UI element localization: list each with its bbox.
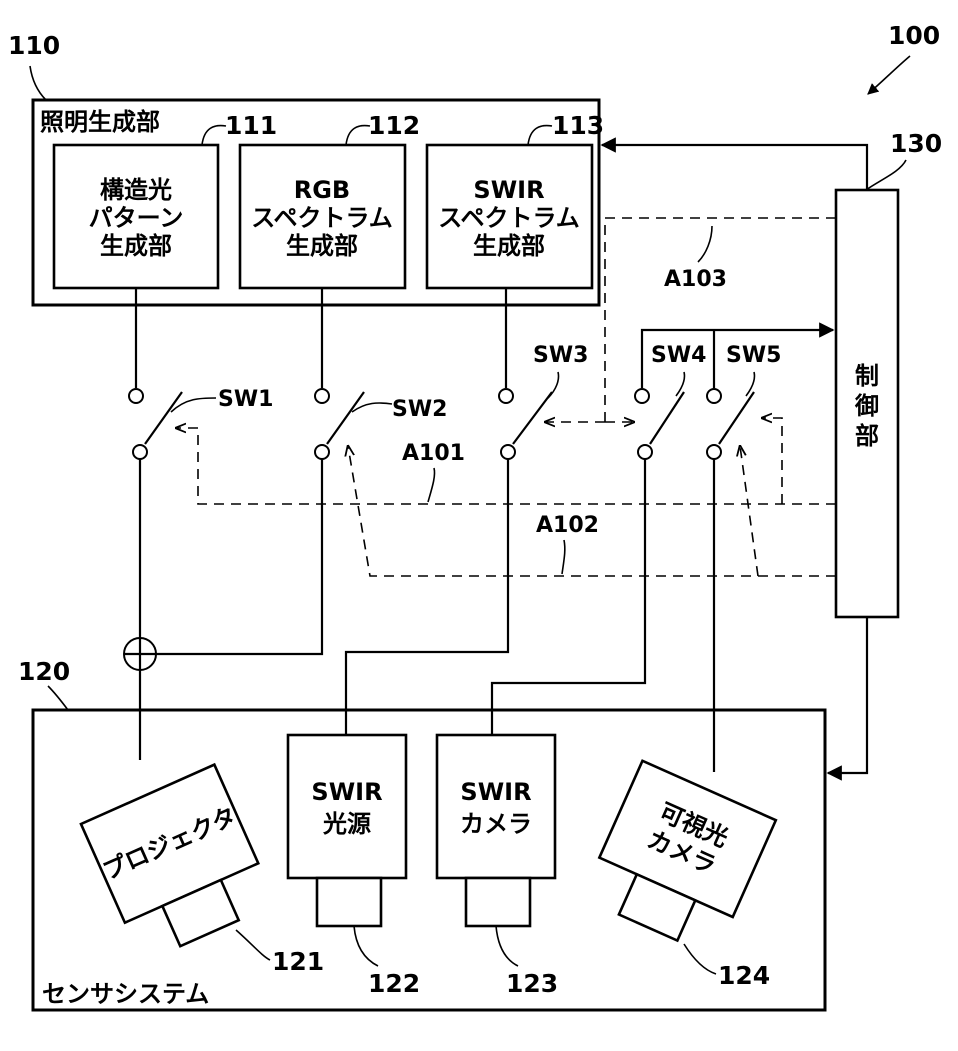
block-113-line3: 生成部 [473, 232, 545, 260]
ref-113-leader [528, 126, 552, 145]
sw2-blade [327, 392, 364, 444]
block-111-line2: パターン [89, 204, 184, 232]
block-113-line1: SWIR [473, 176, 544, 204]
ref-122: 122 [368, 969, 420, 998]
swir-light-line2: 光源 [322, 810, 371, 838]
ref-130-leader [866, 160, 906, 190]
a103-label: A103 [664, 267, 727, 292]
control-to-illumination-line [602, 145, 867, 190]
a103-leader [698, 226, 712, 262]
block-111-line1: 構造光 [100, 176, 172, 204]
sw3-top-terminal [499, 389, 513, 403]
sw1-label: SW1 [218, 387, 273, 412]
ref-123: 123 [506, 969, 558, 998]
visible-camera-body [599, 761, 775, 917]
swir-camera-line2: カメラ [460, 810, 532, 838]
sw1-bottom-terminal [133, 445, 147, 459]
signal-a101-to-sw5 [762, 418, 782, 504]
projector-121: プロジェクタ [81, 765, 276, 963]
ref-123-leader [496, 926, 518, 966]
swir-camera-123 [437, 735, 555, 878]
ref-110-leader [30, 66, 46, 100]
ref-100-arrow [868, 56, 910, 94]
sw5-blade [719, 392, 754, 444]
sw4-blade [650, 392, 684, 444]
control-to-sensor-line [828, 617, 867, 773]
a102-leader [562, 540, 565, 574]
a102-label: A102 [536, 513, 599, 538]
ref-120: 120 [18, 657, 70, 686]
control-unit-char3: 部 [855, 422, 879, 450]
swir-camera-lens [466, 878, 530, 926]
ref-110: 110 [8, 31, 60, 60]
sw2-label: SW2 [392, 397, 447, 422]
block-111-line3: 生成部 [100, 232, 172, 260]
ref-100: 100 [888, 21, 940, 50]
swir-light-line1: SWIR [311, 778, 382, 806]
ref-111: 111 [225, 111, 277, 140]
ref-113: 113 [552, 111, 604, 140]
ref-121: 121 [272, 947, 324, 976]
sw1-leader [171, 398, 216, 412]
swir-light-source-122 [288, 735, 406, 878]
control-unit-char2: 御 [854, 392, 879, 420]
control-unit-char1: 制 [855, 362, 879, 390]
ref-124: 124 [718, 961, 770, 990]
ref-124-leader [684, 944, 716, 974]
sw5-bottom-terminal [707, 445, 721, 459]
sw3-blade [513, 392, 552, 444]
sw1-blade [145, 392, 182, 444]
ref-112-leader [346, 126, 370, 145]
sw4-top-terminal [635, 389, 649, 403]
sw4-label: SW4 [651, 343, 706, 368]
wire-sw3-to-swir-light [346, 459, 508, 735]
wire-sw2-to-sum [154, 459, 322, 654]
visible-camera-124: 可視光 カメラ [581, 761, 775, 957]
signal-a101-to-sw1 [176, 428, 836, 504]
ref-111-leader [202, 126, 226, 145]
block-113-line2: スペクトラム [438, 204, 580, 232]
sw3-label: SW3 [533, 343, 588, 368]
swir-camera-line1: SWIR [460, 778, 531, 806]
a101-leader [428, 468, 435, 502]
ref-112: 112 [368, 111, 420, 140]
sw4-bottom-terminal [638, 445, 652, 459]
signal-a102-to-sw5 [740, 446, 758, 576]
swir-light-lens [317, 878, 381, 926]
sw2-top-terminal [315, 389, 329, 403]
sensor-system-title: センサシステム [42, 980, 209, 1008]
block-112-line3: 生成部 [286, 232, 358, 260]
sw5-label: SW5 [726, 343, 781, 368]
illumination-generation-unit-title: 照明生成部 [40, 108, 160, 136]
block-112-line1: RGB [294, 176, 350, 204]
sw5-top-terminal [707, 389, 721, 403]
sw2-bottom-terminal [315, 445, 329, 459]
a101-label: A101 [402, 441, 465, 466]
ref-121-leader [236, 930, 270, 960]
sw1-top-terminal [129, 389, 143, 403]
sw3-bottom-terminal [501, 445, 515, 459]
sw2-leader [352, 403, 392, 412]
block-112-line2: スペクトラム [251, 204, 393, 232]
ref-122-leader [354, 926, 378, 966]
ref-130: 130 [890, 129, 942, 158]
wire-sw4-to-swir-camera [492, 459, 645, 735]
ref-120-leader [48, 686, 68, 710]
